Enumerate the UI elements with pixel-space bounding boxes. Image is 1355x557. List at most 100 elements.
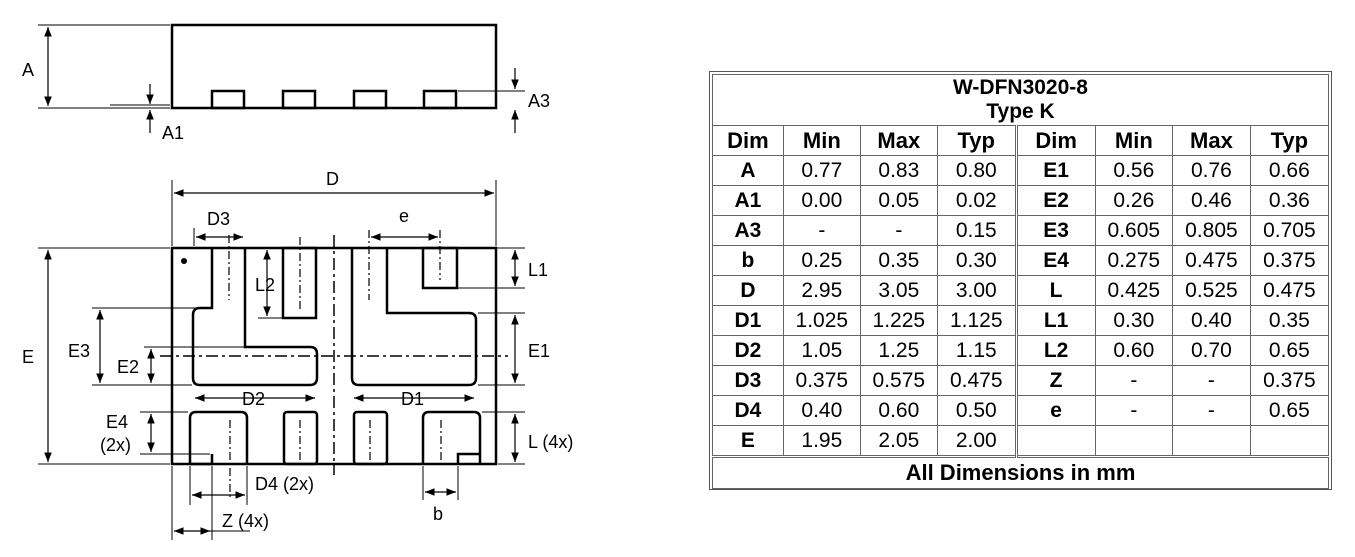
dim-value-cell: 1.225	[859, 305, 938, 336]
dim-name-cell: E2	[1014, 185, 1096, 216]
dim-value-cell: 0.36	[1249, 185, 1330, 216]
pad-bottom-right	[421, 410, 482, 464]
table-title-row: W-DFN3020-8 Type K	[712, 74, 1329, 126]
dim-value-cell: 0.30	[1094, 305, 1174, 336]
dim-value-cell: 0.65	[1249, 395, 1330, 426]
dim-value-cell: -	[782, 215, 861, 246]
dim-value-cell: 0.375	[782, 365, 861, 396]
pad-bottom-left	[188, 410, 249, 466]
dim-value-cell: 0.425	[1094, 275, 1174, 306]
dim-value-cell: 0.40	[782, 395, 861, 426]
dim-value-cell: 0.475	[1172, 245, 1251, 276]
side-view-pad	[422, 89, 458, 110]
dim-value-cell: 0.60	[1094, 335, 1174, 366]
dim-name-cell: Z	[1014, 365, 1096, 396]
label-e: e	[399, 206, 409, 226]
bottom-view	[38, 180, 525, 540]
dim-value-cell: 0.475	[1249, 275, 1330, 306]
dim-value-cell: 0.46	[1172, 185, 1251, 216]
dim-value-cell: 0.25	[782, 245, 861, 276]
dim-name-cell: A1	[712, 185, 784, 216]
pad-right-l	[350, 248, 478, 387]
column-header: Max	[1172, 125, 1251, 156]
dim-name-cell: E4	[1014, 245, 1096, 276]
dim-name-cell: E1	[1014, 155, 1096, 186]
pad-left-l	[191, 248, 319, 387]
pin1-marker	[181, 258, 187, 264]
dimension-table: W-DFN3020-8 Type K Dim Min Max Typ Dim M…	[709, 71, 1332, 490]
dim-value-cell: -	[859, 215, 938, 246]
dim-value-cell: 1.025	[782, 305, 861, 336]
dim-value-cell: 0.02	[936, 185, 1017, 216]
label-D4: D4 (2x)	[255, 474, 314, 494]
column-header: Min	[782, 125, 861, 156]
dim-name-cell: D4	[712, 395, 784, 426]
dim-value-cell	[1249, 425, 1330, 457]
dim-value-cell: 0.05	[859, 185, 938, 216]
column-header: Dim	[1014, 125, 1096, 156]
dim-value-cell: 2.05	[859, 425, 938, 457]
label-E3: E3	[68, 341, 90, 361]
dim-value-cell: 0.15	[936, 215, 1017, 246]
dim-value-cell: 0.275	[1094, 245, 1174, 276]
dim-value-cell: 1.25	[859, 335, 938, 366]
side-view-pad	[352, 89, 388, 110]
dim-value-cell: 0.605	[1094, 215, 1174, 246]
side-view	[38, 23, 525, 133]
label-L2: L2	[255, 275, 275, 295]
dim-name-cell: b	[712, 245, 784, 276]
table-header-row: Dim Min Max Typ Dim Min Max Typ	[712, 125, 1330, 156]
dim-value-cell: -	[1094, 365, 1174, 396]
column-header: Min	[1094, 125, 1174, 156]
side-view-body	[170, 23, 498, 110]
dim-name-cell: e	[1014, 395, 1096, 426]
table-footer-row: All Dimensions in mm	[712, 455, 1329, 489]
label-E4: E4	[106, 412, 128, 432]
dim-name-cell: D3	[712, 365, 784, 396]
dim-value-cell: 0.60	[859, 395, 938, 426]
dim-name-cell: D2	[712, 335, 784, 366]
column-header: Dim	[712, 125, 784, 156]
dim-value-cell	[1172, 425, 1251, 457]
dim-value-cell: 1.05	[782, 335, 861, 366]
label-D: D	[326, 169, 339, 189]
package-name: W-DFN3020-8	[953, 76, 1088, 99]
dim-value-cell: 0.26	[1094, 185, 1174, 216]
dim-value-cell: 3.00	[936, 275, 1017, 306]
column-header: Typ	[936, 125, 1017, 156]
dim-value-cell: 0.35	[859, 245, 938, 276]
package-type: Type K	[986, 100, 1055, 123]
label-A1: A1	[162, 123, 184, 143]
dim-value-cell: 0.575	[859, 365, 938, 396]
label-E: E	[22, 347, 34, 367]
dim-value-cell: 0.50	[936, 395, 1017, 426]
dim-value-cell: 0.35	[1249, 305, 1330, 336]
label-A3: A3	[528, 91, 550, 111]
label-D2: D2	[242, 389, 265, 409]
label-E2: E2	[117, 357, 139, 377]
dim-value-cell: 1.95	[782, 425, 861, 457]
table-footer: All Dimensions in mm	[712, 455, 1329, 489]
dim-name-cell: E3	[1014, 215, 1096, 246]
dim-name-cell: L	[1014, 275, 1096, 306]
pad-bottom-2	[282, 410, 319, 466]
label-E4-count: (2x)	[100, 435, 131, 455]
dim-name-cell: A3	[712, 215, 784, 246]
column-header: Typ	[1249, 125, 1330, 156]
side-view-pad	[281, 89, 317, 110]
dim-value-cell: 0.525	[1172, 275, 1251, 306]
dim-value-cell: 0.375	[1249, 245, 1330, 276]
dim-value-cell: 1.125	[936, 305, 1017, 336]
dim-value-cell: -	[1172, 395, 1251, 426]
dim-name-cell: A	[712, 155, 784, 186]
side-view-pad	[210, 89, 246, 110]
label-b: b	[433, 504, 443, 524]
column-header: Max	[859, 125, 938, 156]
